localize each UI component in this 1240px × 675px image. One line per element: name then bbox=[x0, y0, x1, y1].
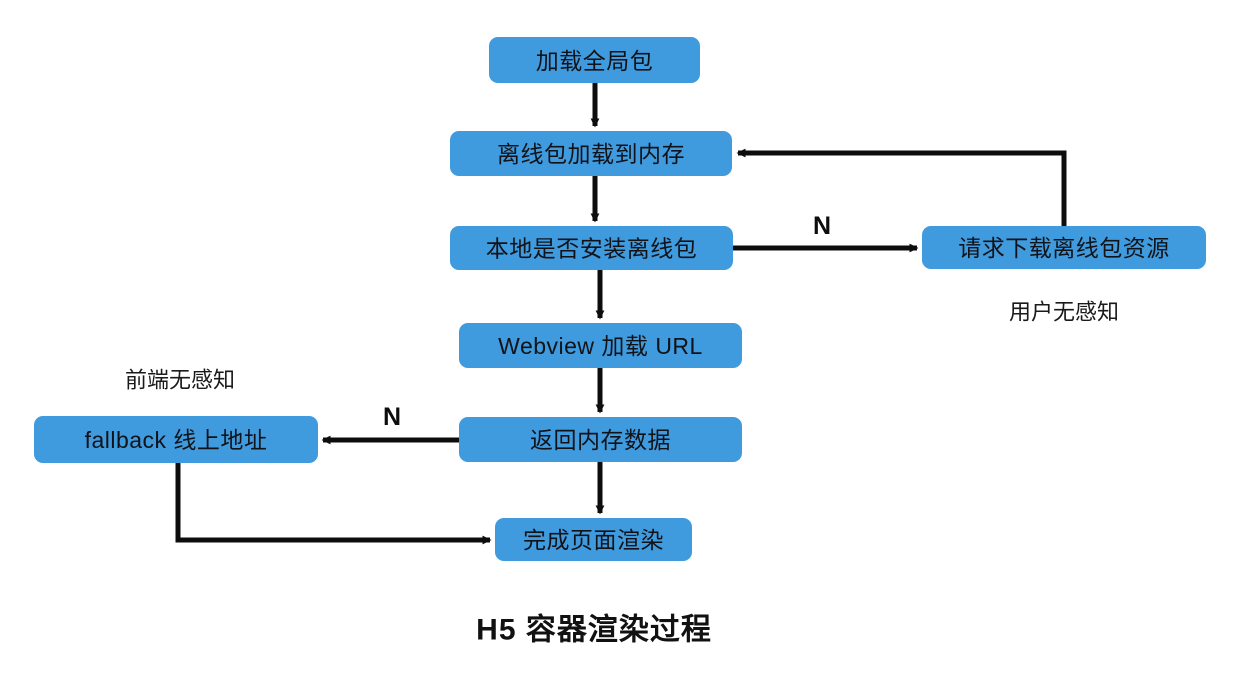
node-local-has-offline-package[interactable]: 本地是否安装离线包 bbox=[450, 226, 733, 270]
node-finish-page-render[interactable]: 完成页面渲染 bbox=[495, 518, 692, 561]
node-return-memory-data[interactable]: 返回内存数据 bbox=[459, 417, 742, 462]
node-local-has-offline-package-shape[interactable] bbox=[450, 226, 733, 270]
node-finish-page-render-label: 完成页面渲染 bbox=[523, 527, 664, 553]
node-offline-package-to-memory[interactable]: 离线包加载到内存 bbox=[450, 131, 732, 176]
node-offline-package-to-memory-shape[interactable] bbox=[450, 131, 732, 176]
edge-fallback-to-finish bbox=[175, 463, 492, 545]
node-request-download-offline-package[interactable]: 请求下载离线包资源 bbox=[922, 226, 1206, 269]
edges-layer bbox=[175, 83, 1067, 545]
edge-download-back-to-memory bbox=[736, 148, 1067, 226]
annotation-user-unaware: 用户无感知 bbox=[1009, 300, 1119, 325]
annotation-frontend-unaware: 前端无感知 bbox=[125, 368, 235, 393]
diagram-title: H5 容器渲染过程 bbox=[476, 614, 712, 647]
edge-labels-layer: N N bbox=[383, 212, 831, 431]
node-webview-load-url[interactable]: Webview 加载 URL bbox=[459, 323, 742, 368]
node-return-memory-data-shape[interactable] bbox=[459, 417, 742, 462]
node-fallback-online-address-label: fallback 线上地址 bbox=[85, 427, 268, 453]
edge-label-branch-n-left: N bbox=[383, 403, 401, 431]
annotations-layer: 用户无感知 前端无感知 bbox=[125, 300, 1119, 393]
node-local-has-offline-package-label: 本地是否安装离线包 bbox=[486, 236, 698, 262]
node-finish-page-render-shape[interactable] bbox=[495, 518, 692, 561]
node-fallback-online-address-shape[interactable] bbox=[34, 416, 318, 463]
node-webview-load-url-label: Webview 加载 URL bbox=[498, 333, 703, 359]
node-request-download-offline-package-shape[interactable] bbox=[922, 226, 1206, 269]
node-load-global-package-label: 加载全局包 bbox=[536, 48, 654, 74]
node-load-global-package-shape[interactable] bbox=[489, 37, 700, 83]
node-return-memory-data-label: 返回内存数据 bbox=[530, 427, 671, 453]
node-load-global-package[interactable]: 加载全局包 bbox=[489, 37, 700, 83]
node-offline-package-to-memory-label: 离线包加载到内存 bbox=[497, 141, 685, 167]
node-request-download-offline-package-label: 请求下载离线包资源 bbox=[958, 235, 1170, 261]
node-webview-load-url-shape[interactable] bbox=[459, 323, 742, 368]
node-fallback-online-address[interactable]: fallback 线上地址 bbox=[34, 416, 318, 463]
nodes-layer: 加载全局包 离线包加载到内存 本地是否安装离线包 请求下载离线包资源 Webvi… bbox=[34, 37, 1206, 561]
edge-label-branch-n-right: N bbox=[813, 212, 831, 240]
